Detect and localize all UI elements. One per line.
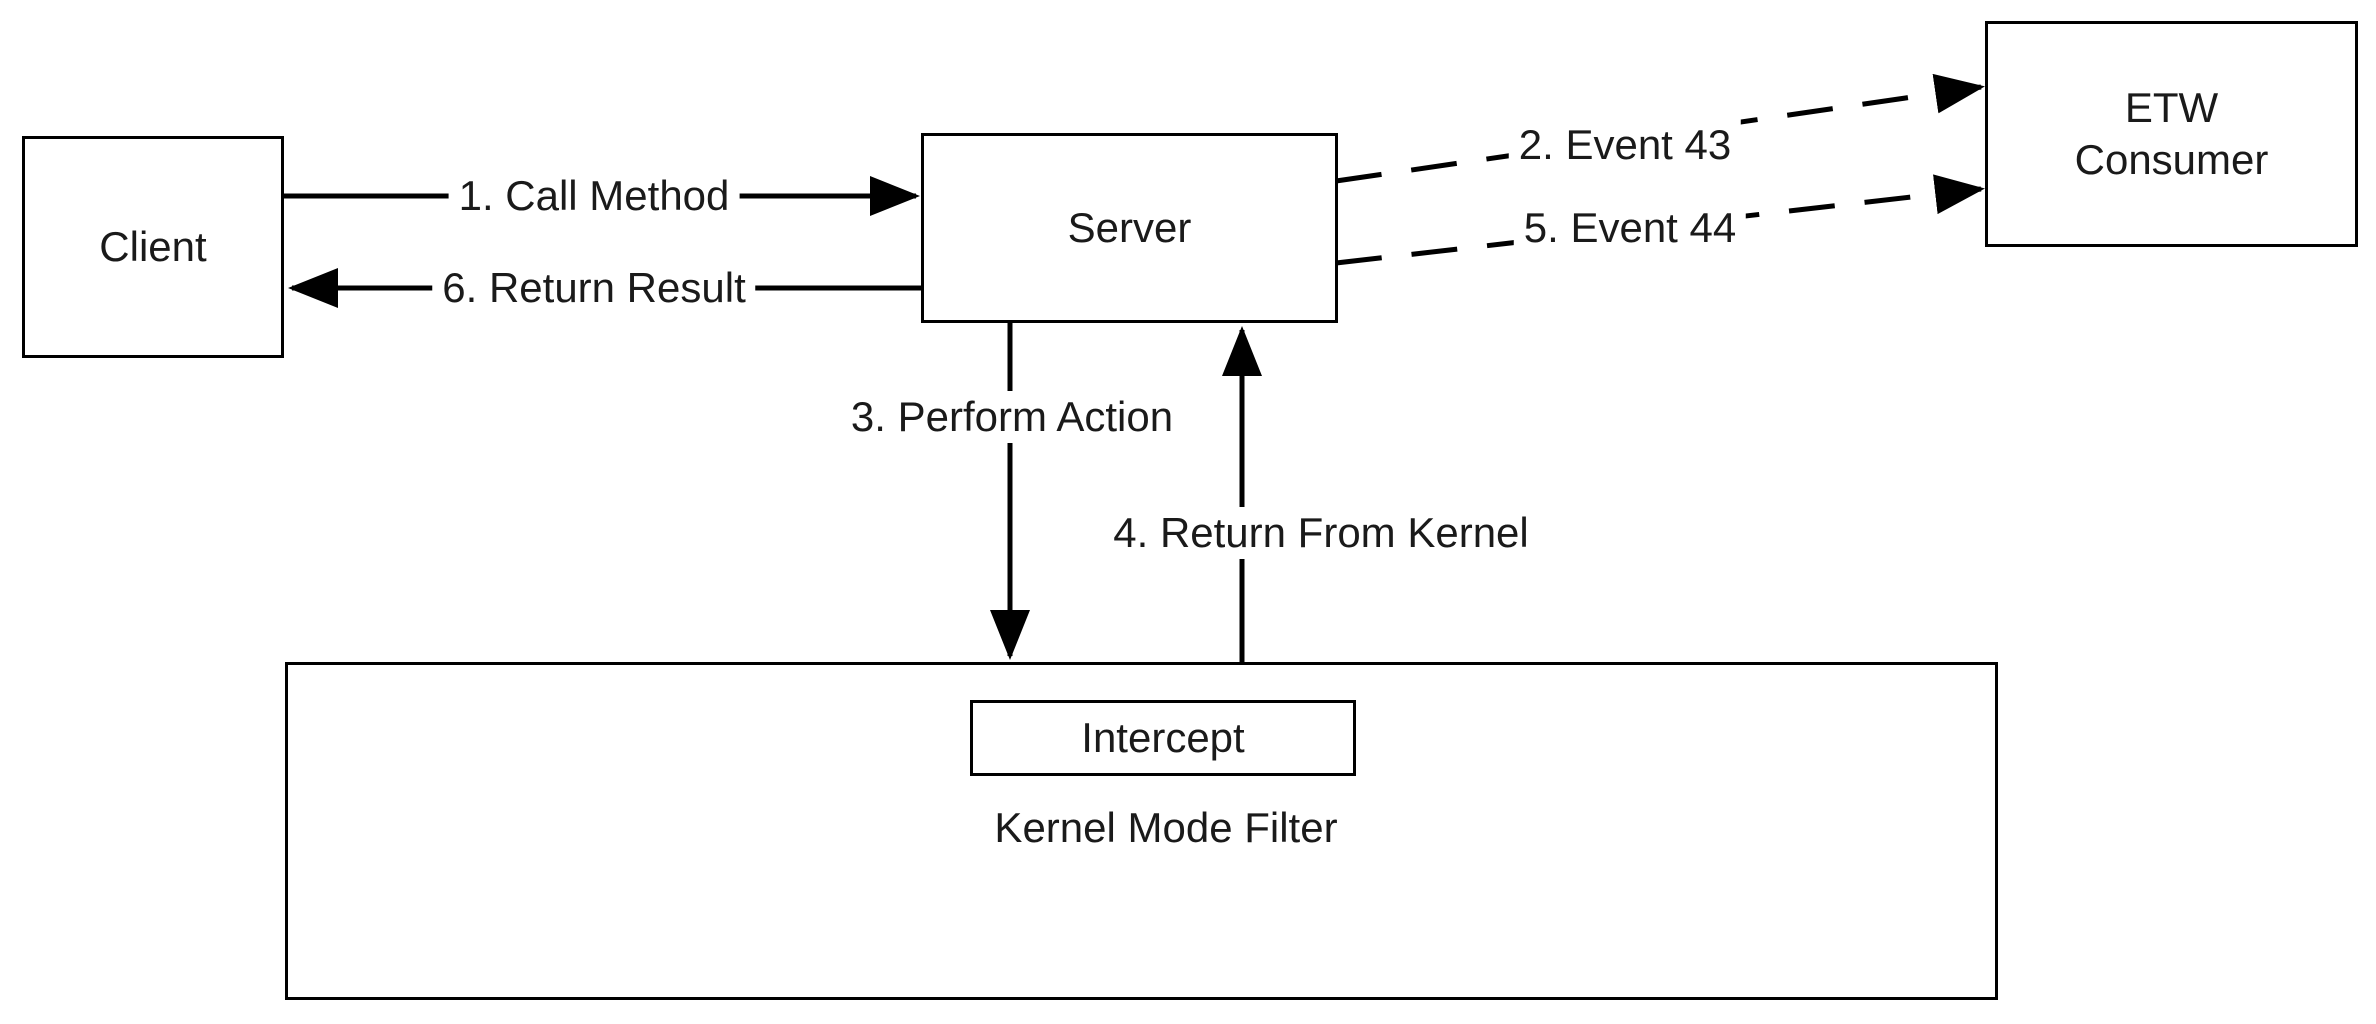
kernel-mode-filter-node: Intercept Kernel Mode Filter: [285, 662, 1998, 1000]
event-43-edge-label: 2. Event 43: [1508, 119, 1742, 171]
server-node: Server: [921, 133, 1338, 323]
return-from-kernel-edge-label: 4. Return From Kernel: [1103, 507, 1539, 559]
client-node: Client: [22, 136, 284, 358]
intercept-node: Intercept: [970, 700, 1356, 776]
intercept-node-label: Intercept: [1081, 713, 1245, 761]
client-node-label: Client: [99, 222, 207, 270]
kernel-mode-filter-node-label: Kernel Mode Filter: [994, 803, 1338, 851]
etw-consumer-node: ETW Consumer: [1985, 21, 2358, 247]
etw-consumer-node-label: ETW Consumer: [2074, 83, 2269, 184]
server-node-label: Server: [1067, 203, 1192, 251]
call-method-edge-label: 1. Call Method: [448, 170, 740, 222]
perform-action-edge-label: 3. Perform Action: [840, 391, 1184, 443]
event-44-edge-label: 5. Event 44: [1513, 202, 1747, 254]
return-result-edge-label: 6. Return Result: [432, 262, 756, 314]
